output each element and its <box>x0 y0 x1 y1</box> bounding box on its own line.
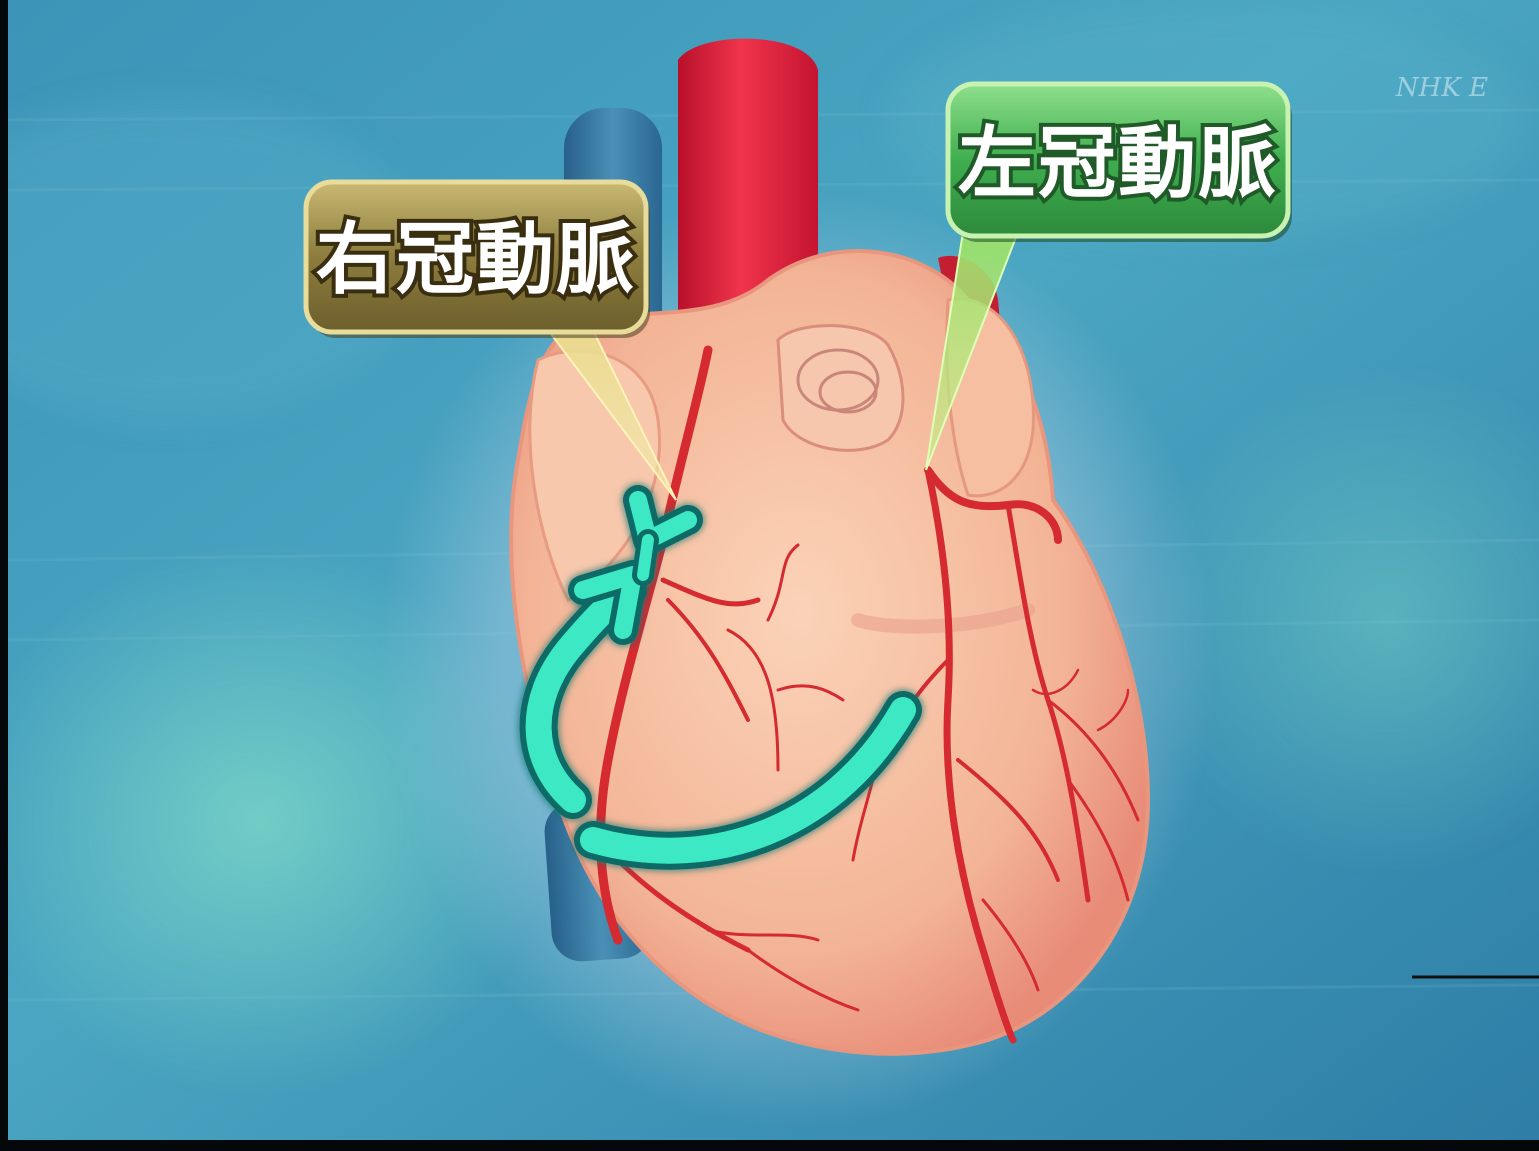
left-coronary-label-text: 左冠動脈 <box>958 119 1278 209</box>
broadcaster-watermark: NHK E <box>1395 73 1488 103</box>
right-coronary-label: 右冠動脈 <box>306 182 650 338</box>
coronary-artery-diagram: 右冠動脈 左冠動脈 NHK E <box>8 0 1539 1140</box>
right-coronary-label-text: 右冠動脈 <box>316 215 636 305</box>
left-coronary-label: 左冠動脈 <box>948 84 1292 242</box>
diagram-frame: 右冠動脈 左冠動脈 NHK E <box>8 0 1539 1140</box>
